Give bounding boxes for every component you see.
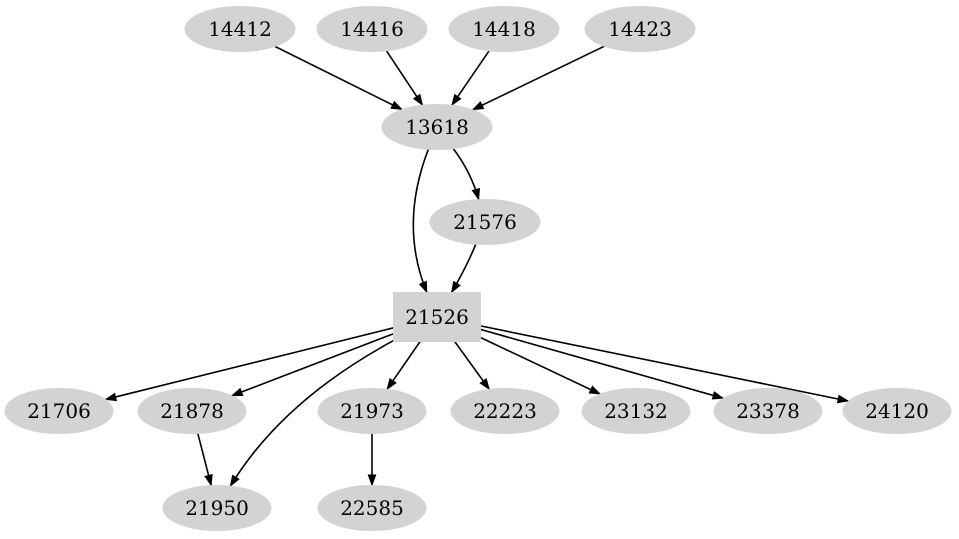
node-label: 14418 <box>472 17 536 41</box>
edge-21526-21950 <box>229 339 394 488</box>
node-ellipse-shape <box>581 388 691 434</box>
node-ellipse-shape <box>317 485 427 531</box>
node-ellipse-shape <box>713 388 823 434</box>
node-ellipse-shape <box>184 6 296 52</box>
node-ellipse-shape <box>316 6 428 52</box>
edge-21576-21526 <box>450 243 477 294</box>
node-label: 14423 <box>608 17 672 41</box>
node-label: 13618 <box>405 115 469 139</box>
edge-21526-23132 <box>480 336 602 395</box>
node-label: 21526 <box>405 305 469 329</box>
edge-14412-13618 <box>274 45 403 111</box>
edges-layer <box>104 45 850 488</box>
edge-13618-21576 <box>452 148 480 201</box>
node-label: 22585 <box>340 496 404 520</box>
node-label: 21576 <box>453 210 517 234</box>
graph-node-21878: 21878 <box>137 388 247 434</box>
edge-14423-13618 <box>471 45 605 111</box>
graph-node-21950: 21950 <box>162 485 272 531</box>
graph-node-23132: 23132 <box>581 388 691 434</box>
node-label: 21878 <box>160 399 224 423</box>
node-ellipse-shape <box>429 199 541 245</box>
node-ellipse-shape <box>584 6 696 52</box>
node-label: 23132 <box>604 399 668 423</box>
edge-14418-13618 <box>451 50 490 107</box>
nodes-layer: 14412 14416 14418 14423 13618 21576 21526 21706… <box>4 6 952 531</box>
graph-node-21526: 21526 <box>393 292 481 342</box>
node-label: 24120 <box>865 399 929 423</box>
node-ellipse-shape <box>4 388 114 434</box>
edge-21526-21973 <box>386 341 421 391</box>
graph-node-24120: 24120 <box>842 388 952 434</box>
edge-21526-24120 <box>480 325 850 404</box>
node-box-shape <box>393 292 481 342</box>
node-ellipse-shape <box>317 388 427 434</box>
node-ellipse-shape <box>137 388 247 434</box>
node-label: 21950 <box>185 496 249 520</box>
graph-node-14423: 14423 <box>584 6 696 52</box>
graph-node-14412: 14412 <box>184 6 296 52</box>
edge-21526-22223 <box>454 341 491 391</box>
node-label: 23378 <box>736 399 800 423</box>
node-label: 21706 <box>27 399 91 423</box>
graph-node-14416: 14416 <box>316 6 428 52</box>
graph-node-21706: 21706 <box>4 388 114 434</box>
edge-21878-21950 <box>197 433 213 487</box>
graph-node-13618: 13618 <box>381 104 493 150</box>
edge-21526-23378 <box>480 328 725 400</box>
graph-node-21973: 21973 <box>317 388 427 434</box>
graph-node-23378: 23378 <box>713 388 823 434</box>
edge-14416-13618 <box>385 50 424 107</box>
node-label: 22223 <box>473 399 537 423</box>
graph-node-21576: 21576 <box>429 199 541 245</box>
graph-node-22223: 22223 <box>450 388 560 434</box>
graph-node-14418: 14418 <box>448 6 560 52</box>
node-ellipse-shape <box>842 388 952 434</box>
graph-node-22585: 22585 <box>317 485 427 531</box>
node-ellipse-shape <box>448 6 560 52</box>
edge-13618-21526 <box>412 148 430 294</box>
node-ellipse-shape <box>381 104 493 150</box>
node-label: 21973 <box>340 399 404 423</box>
node-ellipse-shape <box>162 485 272 531</box>
node-label: 14412 <box>208 17 272 41</box>
node-label: 14416 <box>340 17 404 41</box>
node-ellipse-shape <box>450 388 560 434</box>
edge-21526-21878 <box>230 332 394 397</box>
edge-21526-21706 <box>104 327 394 402</box>
